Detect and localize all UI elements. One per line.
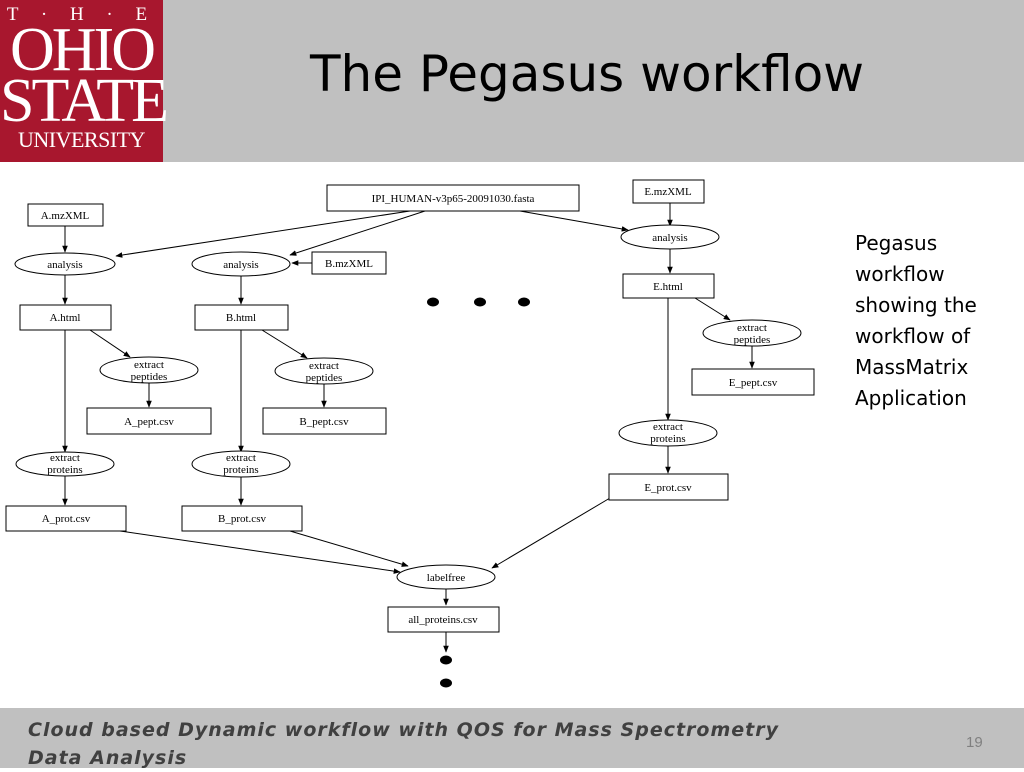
node-a-extract-peptides-line1: extract [134, 359, 164, 371]
node-e-extract-peptides: extract peptides [702, 319, 802, 347]
node-a-extract-proteins-line2: proteins [47, 464, 82, 476]
node-e-extract-proteins-line1: extract [653, 421, 683, 433]
page-number: 19 [966, 734, 983, 751]
node-e-html: E.html [622, 273, 715, 299]
edge-fasta-a-analysis [115, 210, 411, 258]
node-b-extract-peptides-line1: extract [309, 360, 339, 372]
node-a-mzxml-label: A.mzXML [41, 210, 90, 222]
node-a-prot-label: A_prot.csv [42, 513, 91, 525]
footer-text: Cloud based Dynamic workflow with QOS fo… [28, 719, 780, 769]
node-b-extract-peptides-line2: peptides [306, 372, 343, 384]
edge-a-html-peptides [89, 329, 131, 358]
node-labelfree-label: labelfree [427, 572, 466, 584]
caption-line: workflow of [855, 324, 971, 348]
edge-b-prot-labelfree [289, 530, 409, 567]
node-e-analysis: analysis [620, 224, 720, 250]
node-b-analysis: analysis [191, 251, 291, 277]
node-a-analysis-label: analysis [47, 259, 82, 271]
node-a-html-label: A.html [50, 312, 81, 324]
header-bar: T · H · E OHIO STATE UNIVERSITY The Pega… [0, 0, 1024, 162]
caption-line: workflow [855, 262, 945, 286]
node-b-html-label: B.html [226, 312, 256, 324]
node-e-prot: E_prot.csv [608, 473, 729, 501]
node-e-html-label: E.html [653, 281, 683, 293]
footer-bar: Cloud based Dynamic workflow with QOS fo… [0, 708, 1024, 769]
ellipsis-dots [427, 297, 530, 688]
edge-fasta-e-analysis [519, 210, 629, 232]
node-fasta-label: IPI_HUMAN-v3p65-20091030.fasta [372, 193, 535, 205]
node-e-extract-proteins: extract proteins [618, 419, 718, 447]
logo-university: UNIVERSITY [18, 127, 146, 152]
slide-title: The Pegasus workflow [310, 45, 865, 103]
node-a-mzxml: A.mzXML [27, 203, 104, 227]
node-a-extract-proteins: extract proteins [15, 451, 115, 477]
node-b-html: B.html [194, 304, 289, 331]
caption-text: Pegasus workflow showing the workflow of… [855, 228, 1015, 414]
node-b-extract-proteins-line1: extract [226, 452, 256, 464]
node-a-html: A.html [19, 304, 112, 331]
caption-line: Pegasus [855, 231, 938, 255]
node-b-extract-proteins: extract proteins [191, 450, 291, 478]
node-e-mzxml-label: E.mzXML [644, 186, 692, 198]
node-a-analysis: analysis [14, 252, 116, 276]
ohio-state-logo: T · H · E OHIO STATE UNIVERSITY [0, 0, 169, 162]
node-e-pept: E_pept.csv [691, 368, 815, 396]
edge-e-html-peptides [694, 297, 731, 321]
node-a-prot: A_prot.csv [5, 505, 127, 532]
node-b-mzxml-label: B.mzXML [325, 258, 373, 270]
workflow-diagram: IPI_HUMAN-v3p65-20091030.fasta A.mzXML B… [5, 179, 815, 688]
edge-b-html-peptides [261, 329, 308, 359]
node-labelfree: labelfree [396, 564, 496, 590]
logo-ohio: OHIO [10, 16, 156, 84]
node-b-prot: B_prot.csv [181, 505, 303, 532]
caption-line: MassMatrix [855, 355, 969, 379]
ellipsis-dot [427, 297, 439, 307]
edge-a-prot-labelfree [119, 530, 401, 574]
node-e-extract-proteins-line2: proteins [650, 433, 685, 445]
edge-fasta-b-analysis [289, 210, 426, 256]
node-a-pept: A_pept.csv [86, 407, 212, 435]
node-e-prot-label: E_prot.csv [644, 482, 692, 494]
ellipsis-dot [440, 678, 452, 688]
node-e-mzxml: E.mzXML [632, 179, 705, 204]
node-b-pept: B_pept.csv [262, 407, 387, 435]
caption-line: showing the [855, 293, 977, 317]
node-e-analysis-label: analysis [652, 232, 687, 244]
node-a-extract-proteins-line1: extract [50, 452, 80, 464]
node-e-extract-peptides-line1: extract [737, 322, 767, 334]
ellipsis-dot [440, 655, 452, 665]
node-b-analysis-label: analysis [223, 259, 258, 271]
caption-line: Application [855, 386, 967, 410]
node-b-extract-proteins-line2: proteins [223, 464, 258, 476]
node-fasta: IPI_HUMAN-v3p65-20091030.fasta [326, 184, 580, 212]
logo-state: STATE [0, 67, 169, 135]
node-e-pept-label: E_pept.csv [729, 377, 778, 389]
node-b-prot-label: B_prot.csv [218, 513, 266, 525]
logo-the-line: T · H · E [6, 4, 157, 25]
edge-e-prot-labelfree [491, 497, 611, 569]
ellipsis-dot [518, 297, 530, 307]
ellipsis-dot [474, 297, 486, 307]
node-b-mzxml: B.mzXML [311, 251, 387, 275]
node-b-pept-label: B_pept.csv [299, 416, 349, 428]
node-b-extract-peptides: extract peptides [274, 357, 374, 385]
node-e-extract-peptides-line2: peptides [734, 334, 771, 346]
node-a-extract-peptides-line2: peptides [131, 371, 168, 383]
edges [62, 203, 755, 653]
node-a-pept-label: A_pept.csv [124, 416, 174, 428]
node-a-extract-peptides: extract peptides [99, 356, 199, 384]
node-all-proteins: all_proteins.csv [387, 606, 500, 633]
node-all-proteins-label: all_proteins.csv [408, 614, 478, 626]
